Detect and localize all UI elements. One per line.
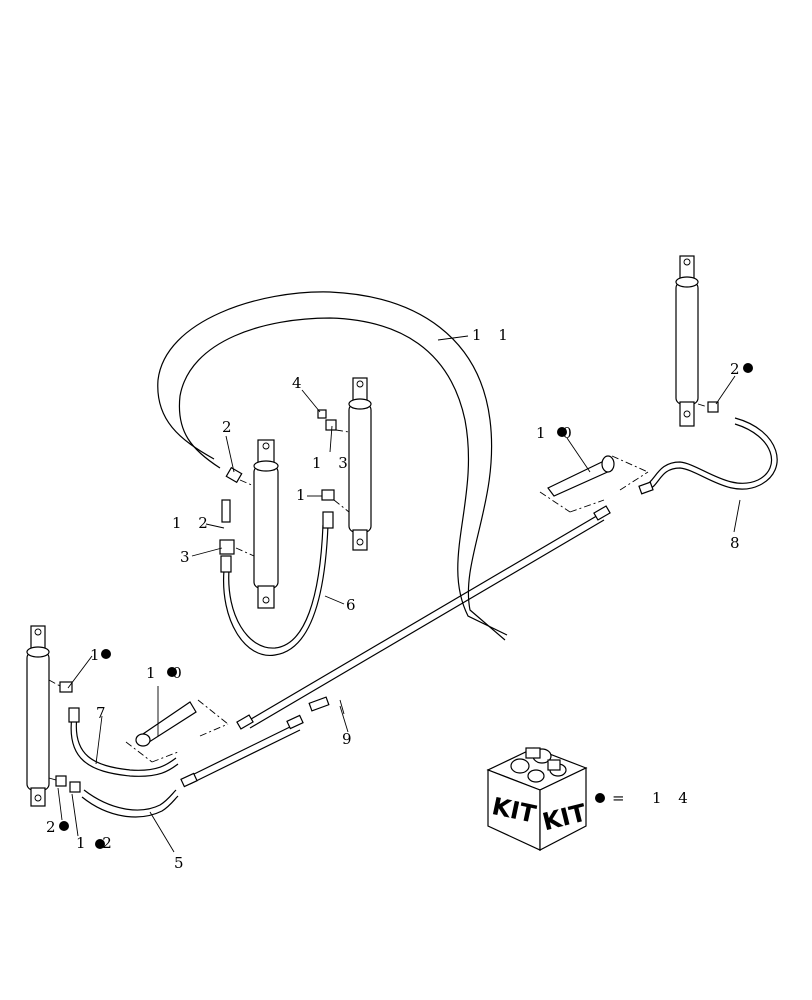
kit-marker-10-upper	[557, 427, 567, 437]
label-2-upper-right: 2	[730, 360, 746, 378]
label-8: 8	[730, 534, 746, 552]
cylinder-lower-left	[26, 625, 50, 807]
pin-10-lower	[125, 699, 229, 763]
kit-legend: = 1 4	[595, 789, 694, 807]
leader-lines	[57, 375, 741, 853]
kit-marker-1-lower	[101, 649, 111, 659]
cylinder-middle-left	[253, 439, 279, 609]
label-2-lower: 2	[46, 818, 62, 836]
kit-legend-equals: =	[612, 789, 631, 807]
kit-box-icon: KIT KIT	[486, 747, 590, 851]
label-10-upper: 1 0	[536, 424, 578, 442]
hose-7	[48, 679, 179, 777]
label-12-mid: 1 2	[172, 514, 214, 532]
label-3: 3	[180, 548, 196, 566]
label-10-lower: 1 0	[146, 664, 188, 682]
label-6: 6	[346, 596, 362, 614]
kit-marker-12-lower	[95, 839, 105, 849]
label-1-lower: 1	[90, 646, 106, 664]
cylinder-upper-right	[675, 255, 699, 427]
label-1-mid: 1	[296, 486, 312, 504]
kit-legend-marker	[595, 793, 605, 803]
hose-8	[638, 401, 778, 495]
pin-10-upper	[539, 455, 649, 513]
label-2-mid: 2	[222, 418, 238, 436]
label-5: 5	[174, 854, 190, 872]
kit-markers	[59, 363, 753, 849]
label-7: 7	[96, 704, 112, 722]
kit-marker-10-lower	[167, 667, 177, 677]
kit-marker-2-upper-right	[743, 363, 753, 373]
cylinder-middle-right	[348, 377, 372, 551]
callout-labels: 1 1 2 1 0 4 1 3 2 1 1 2 3 6 8 1 1 0 7 9 …	[46, 326, 746, 872]
fittings-middle	[219, 409, 350, 557]
hose-5	[48, 775, 179, 818]
hose-6	[220, 511, 334, 656]
hose-9	[236, 505, 611, 730]
hose-5-straight	[180, 714, 304, 788]
kit-marker-2-lower	[59, 821, 69, 831]
label-4: 4	[292, 374, 308, 392]
label-13: 1 3	[312, 454, 354, 472]
hose-11	[157, 291, 508, 641]
label-11: 1 1	[472, 326, 514, 344]
kit-legend-part-number: 1 4	[652, 789, 694, 807]
label-9: 9	[342, 730, 358, 748]
